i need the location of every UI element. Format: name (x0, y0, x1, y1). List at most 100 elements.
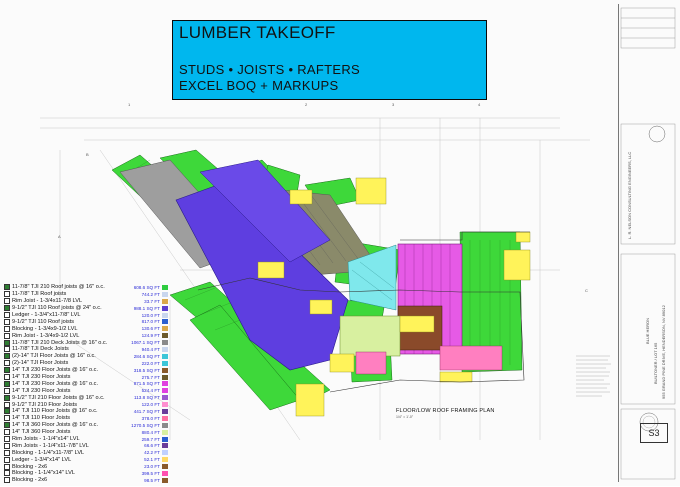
legend-color-swatch (162, 402, 168, 408)
legend-color-swatch (162, 374, 168, 380)
legend-type-icon (4, 449, 10, 456)
legend-row: 9-1/2" TJI 210 Floor Joists @ 16" o.c. 11… (4, 394, 168, 401)
grid-label: C (585, 288, 588, 293)
legend-quantity: 33.7 FT (144, 298, 160, 304)
legend-type-icon (4, 429, 10, 436)
title-block-frame (620, 7, 676, 480)
legend-type-icon (4, 346, 10, 353)
firm-name: L. R. NELSON CONSULTING ENGINEERS, LLC (627, 151, 632, 239)
legend-type-icon (4, 284, 10, 291)
legend-label: 14" TJI 110 Floor Joists (12, 415, 71, 422)
legend-quantity: 378.0 FT (141, 415, 160, 421)
grid-label: 1 (128, 102, 131, 107)
legend-label: 14" TJI 110 Floor Joists @ 16" o.c. (12, 408, 98, 415)
legend-color-swatch (162, 305, 168, 311)
legend-color-swatch (162, 422, 168, 428)
legend-quantity: 259.7 FT (141, 436, 160, 442)
legend-row: Blocking - 1-3/4x9-1/2 LVL 130.6 FT (4, 325, 168, 332)
legend-label: 11-7/8" TJI Roof joists (12, 291, 67, 298)
legend-type-icon (4, 291, 10, 298)
legend-color-swatch (162, 388, 168, 394)
legend-row: 14" TJI 230 Floor Joists @ 16" o.c.871.5… (4, 380, 168, 387)
legend-quantity: 42.2 FT (144, 450, 160, 456)
legend-row: 14" TJI 230 Floor Joists 524.4 FT (4, 387, 168, 394)
legend-label: 11-7/8" TJI 210 Deck Joists @ 16" o.c. (12, 339, 108, 346)
legend-quantity: 608.6 SQ FT (133, 284, 160, 290)
legend-type-icon (4, 325, 10, 332)
legend-label: Ledger - 1-3/4"x11-7/8" LVL (12, 312, 81, 318)
legend-quantity: 275.7 FT (141, 374, 160, 380)
legend-quantity: 113.8 SQ FT (134, 395, 160, 401)
legend-type-icon (4, 298, 10, 305)
builder-name: BUILTONER / LOT 165 (653, 342, 658, 384)
legend-type-icon (4, 387, 10, 394)
legend-label: Rim Joist - 1-3/4x11-7/8 LVL (12, 298, 83, 305)
legend-row: 11-7/8" TJI 210 Deck Joists @ 16" o.c. 10… (4, 339, 168, 346)
plan-scale: 1/4" = 1'-0" (396, 415, 414, 419)
legend-color-swatch (162, 284, 168, 290)
legend-quantity: 222.0 FT (141, 360, 160, 366)
legend-label: Rim Joists - 1-1/4"x14" LVL (12, 436, 80, 443)
legend-row: 11-7/8" TJI 210 Roof joists @ 16" o.c.60… (4, 284, 168, 291)
legend-quantity: 524.4 FT (141, 388, 160, 394)
legend-color-swatch (162, 353, 168, 359)
legend-type-icon (4, 353, 10, 360)
legend-color-swatch (162, 408, 168, 414)
legend-label: 14" TJI 230 Floor Joists (12, 387, 71, 394)
legend-label: 14" TJI 230 Floor Joists (12, 374, 71, 381)
grid-label: 4 (478, 102, 481, 107)
legend-label: 14" TJI 230 Floor Joists @ 16" o.c. (12, 367, 99, 374)
legend-color-swatch (162, 319, 168, 325)
legend-row: Blocking - 2x6 98.5 FT (4, 477, 168, 484)
legend-label: Blocking - 2x6 (12, 477, 48, 484)
legend-quantity: 52.1 FT (144, 457, 160, 463)
title-block: L. R. NELSON CONSULTING ENGINEERS, LLC B… (618, 4, 677, 482)
grid-label: 3 (392, 102, 395, 107)
legend-type-icon (4, 477, 10, 484)
legend-label: 9-1/2" TJI 210 Floor Joists @ 16" o.c. (12, 394, 105, 401)
legend-type-icon (4, 380, 10, 387)
legend-color-swatch (162, 298, 168, 304)
legend-quantity: 1067.1 SQ FT (131, 340, 160, 346)
legend-quantity: 98.5 FT (144, 477, 160, 483)
legend-quantity: 130.6 FT (141, 326, 160, 332)
legend-color-swatch (162, 443, 168, 449)
legend-color-swatch (162, 367, 168, 373)
legend-label: Ledger - 1-3/4"x14" LVL (12, 456, 72, 463)
legend-quantity: 23.0 FT (144, 464, 160, 470)
legend-quantity: 744.2 FT (141, 291, 160, 297)
legend-quantity: 1270.5 SQ FT (131, 422, 160, 428)
legend-label: 14" TJI 230 Floor Joists @ 16" o.c. (12, 380, 99, 387)
legend-label: 9-1/2" TJI 110 Roof joists @ 24" o.c. (12, 305, 102, 312)
legend-quantity: 880.4 FT (141, 429, 160, 435)
legend-label: 9-1/2" TJI 210 Floor Joists (12, 401, 77, 408)
legend-type-icon (4, 408, 10, 415)
legend-color-swatch (162, 415, 168, 421)
grid-label: 2 (305, 102, 308, 107)
legend-color-swatch (162, 381, 168, 387)
legend-label: Blocking - 1-3/4x9-1/2 LVL (12, 325, 78, 332)
legend-row: 14" TJI 230 Floor Joists @ 16" o.c.318.5… (4, 367, 168, 374)
legend-type-icon (4, 318, 10, 325)
legend-quantity: 441.7 SQ FT (133, 408, 160, 414)
takeoff-legend: 11-7/8" TJI 210 Roof joists @ 16" o.c.60… (4, 284, 168, 484)
legend-quantity: 66.6 FT (144, 443, 160, 449)
legend-type-icon (4, 415, 10, 422)
title-subheading: EXCEL BOQ + MARKUPS (179, 78, 339, 93)
legend-quantity: 988.1 SQ FT (133, 305, 160, 311)
legend-row: 9-1/2" TJI 210 Floor Joists 122.0 FT (4, 401, 168, 408)
legend-color-swatch (162, 477, 168, 483)
legend-quantity: 122.0 FT (141, 402, 160, 408)
legend-row: 14" TJI 110 Floor Joists 378.0 FT (4, 415, 168, 422)
legend-type-icon (4, 401, 10, 408)
legend-quantity: 399.5 FT (141, 470, 160, 476)
legend-color-swatch (162, 360, 168, 366)
